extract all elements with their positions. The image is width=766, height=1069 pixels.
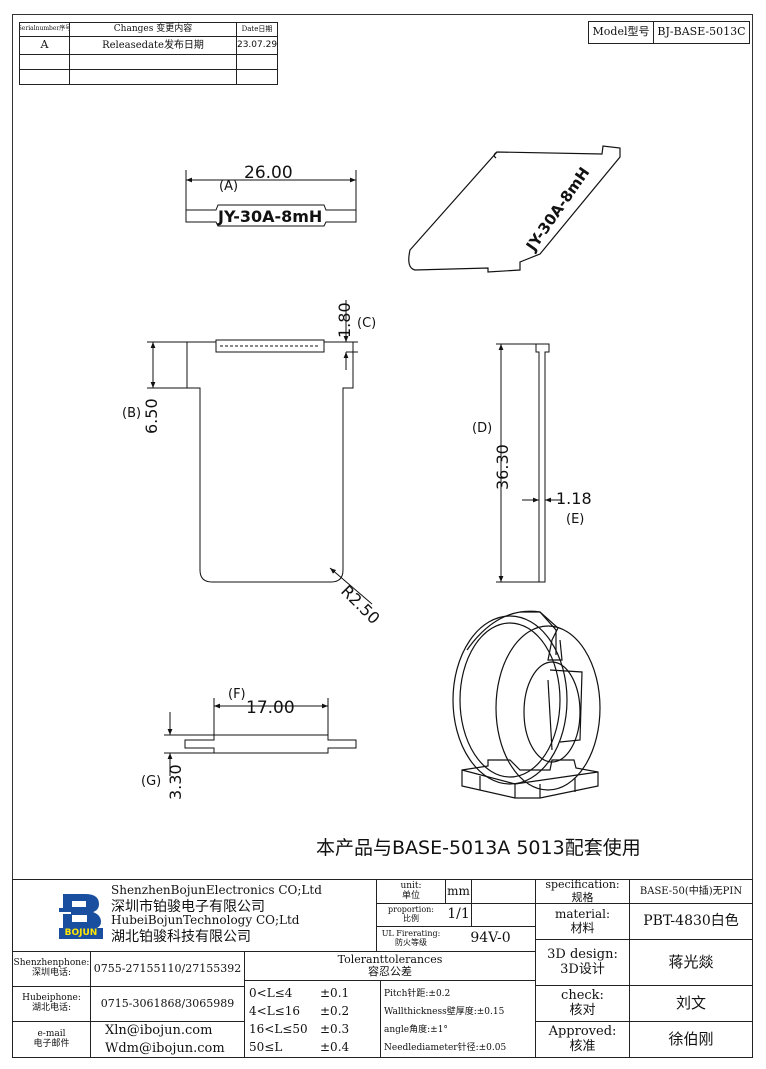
approved-value: 徐伯刚 <box>668 1030 714 1049</box>
tol-note-3: angle角度:±1° <box>384 1025 448 1035</box>
dim-a-value: 26.00 <box>244 163 293 183</box>
tol-note-4: Needlediameter针径:±0.05 <box>384 1043 507 1053</box>
isometric-label-plate <box>408 145 621 273</box>
front-view <box>147 300 373 605</box>
revision-header-date: Date日期 <box>241 24 273 33</box>
top-view-label-strip <box>185 170 357 227</box>
sz-phone-label: Shenzhenphone: 深圳电话: <box>13 958 90 978</box>
revision-table: Serialnumber序号 Changes 变更内容 Date日期 A Rel… <box>19 22 278 85</box>
bojun-logo-icon <box>59 894 101 930</box>
ul-value: 94V-0 <box>470 930 511 947</box>
tol-range-1: 0<L≤4 <box>249 986 293 1000</box>
check-value: 刘文 <box>675 994 706 1013</box>
revision-cell-changes: Releasedate发布日期 <box>102 40 204 51</box>
isometric-assembly <box>452 610 601 799</box>
dim-g-value: 3.30 <box>166 764 185 800</box>
model-box: Model型号 BJ-BASE-5013C <box>588 21 750 44</box>
email-2: Wdm@ibojun.com <box>105 1041 225 1056</box>
material-label: material: 材料 <box>554 907 611 935</box>
tol-note-2: Wallthickness壁厚度:±0.15 <box>384 1007 505 1017</box>
hb-phone-value: 0715-3061868/3065989 <box>100 996 235 1010</box>
tol-range-2: 4<L≤16 <box>249 1004 300 1018</box>
tolerance-title: Toleranttolerances 容忍公差 <box>337 952 443 978</box>
revision-header-serial: Serialnumber序号 <box>20 25 69 33</box>
dim-r-value: R2.50 <box>337 581 383 627</box>
revision-cell-date: 23.07.29 <box>237 39 277 50</box>
dim-b-value: 6.50 <box>142 398 161 434</box>
proportion-label: proportion: 比例 <box>388 905 434 923</box>
tol-value-1: ±0.1 <box>320 986 350 1000</box>
bottom-view <box>164 698 357 776</box>
logo-text: BOJUN <box>59 928 103 939</box>
email-label: e-mail 电子邮件 <box>33 1028 70 1049</box>
model-value: BJ-BASE-5013C <box>657 25 746 39</box>
tol-note-1: Pitch针距:±0.2 <box>384 989 451 999</box>
side-view <box>496 343 562 583</box>
dim-f-value: 17.00 <box>246 698 295 718</box>
spec-label: specification: 规格 <box>545 880 620 903</box>
bojun-logo: BOJUN <box>59 892 103 939</box>
tol-value-4: ±0.4 <box>320 1040 350 1054</box>
part-number-iso-text: JY-30A-8mH <box>522 164 593 255</box>
dim-c-value: 1.80 <box>335 302 354 338</box>
hb-phone-label: Hubeiphone: 湖北电话: <box>22 993 81 1013</box>
company-cn-2: 湖北铂骏科技有限公司 <box>111 929 251 945</box>
model-label: Model型号 <box>592 25 650 39</box>
dim-g-tag: (G) <box>141 774 161 789</box>
company-en-2: HubeiBojunTechnology CO;Ltd <box>111 913 300 927</box>
dim-b-tag: (B) <box>122 406 141 421</box>
unit-label: unit: 单位 <box>400 880 422 901</box>
design-label: 3D design: 3D设计 <box>547 947 618 977</box>
ul-label: UL Firerating: 防火等级 <box>381 929 441 947</box>
revision-cell-serial: A <box>40 38 49 52</box>
dim-d-tag: (D) <box>472 421 492 436</box>
tol-range-3: 16<L≤50 <box>249 1022 308 1036</box>
dim-c-tag: (C) <box>357 316 376 331</box>
dim-e-tag: (E) <box>566 512 584 527</box>
approved-label: Approved: 核准 <box>548 1024 617 1054</box>
title-block: BOJUN ShenzhenBojunElectronics CO;Ltd 深圳… <box>12 879 753 1058</box>
dim-a-tag: (A) <box>219 179 238 194</box>
check-label: check: 核对 <box>561 988 604 1018</box>
design-value: 蒋光燚 <box>668 953 714 972</box>
part-number-strip-text: JY-30A-8mH <box>217 207 322 226</box>
dim-e-value: 1.18 <box>556 489 592 508</box>
spec-value: BASE-50(中插)无PIN <box>639 886 743 897</box>
company-cn-1: 深圳市铂骏电子有限公司 <box>111 899 265 915</box>
dim-f-tag: (F) <box>228 687 246 702</box>
proportion-value: 1/1 <box>447 906 470 923</box>
sz-phone-value: 0755-27155110/27155392 <box>93 961 242 975</box>
usage-note: 本产品与BASE-5013A 5013配套使用 <box>316 837 641 859</box>
company-en-1: ShenzhenBojunElectronics CO;Ltd <box>111 883 322 897</box>
email-1: Xln@ibojun.com <box>105 1023 213 1038</box>
tol-value-2: ±0.2 <box>320 1004 350 1018</box>
revision-header-changes: Changes 变更内容 <box>113 23 193 34</box>
material-value: PBT-4830白色 <box>643 912 739 929</box>
technical-drawing: 26.00 (A) JY-30A-8mH JY-30A-8mH 1.80 (C)… <box>122 145 621 800</box>
unit-value: mm <box>447 883 470 898</box>
dim-d-value: 36.30 <box>493 444 512 490</box>
tol-value-3: ±0.3 <box>320 1022 350 1036</box>
tol-range-4: 50≤L <box>249 1040 283 1054</box>
